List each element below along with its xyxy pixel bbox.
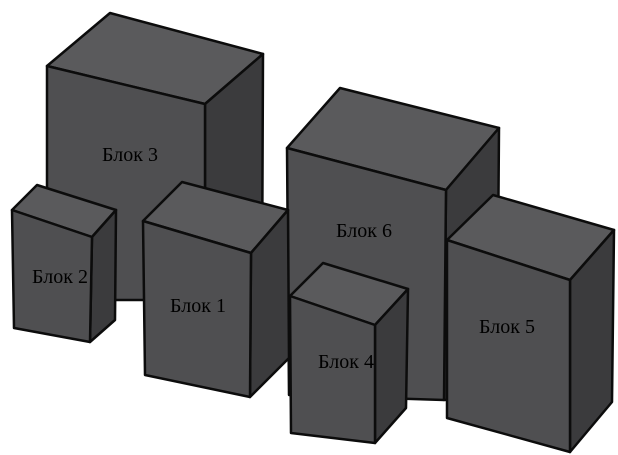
box-block-1-front-face [141, 219, 253, 399]
box-block-1 [141, 180, 291, 399]
box-label-block-5: Блок 5 [479, 316, 535, 338]
box-block-2-front-face [10, 208, 94, 344]
box-label-block-1: Блок 1 [170, 295, 226, 317]
box-label-block-6: Блок 6 [336, 220, 392, 242]
box-block-4 [288, 261, 410, 445]
box-block-5-front-face [445, 238, 572, 454]
box-block-2 [10, 183, 118, 344]
box-block-4-front-face [288, 294, 377, 445]
box-label-block-4: Блок 4 [318, 351, 374, 373]
box-label-block-2: Блок 2 [32, 266, 88, 288]
box-label-block-3: Блок 3 [102, 144, 158, 166]
box-block-5 [445, 193, 616, 454]
